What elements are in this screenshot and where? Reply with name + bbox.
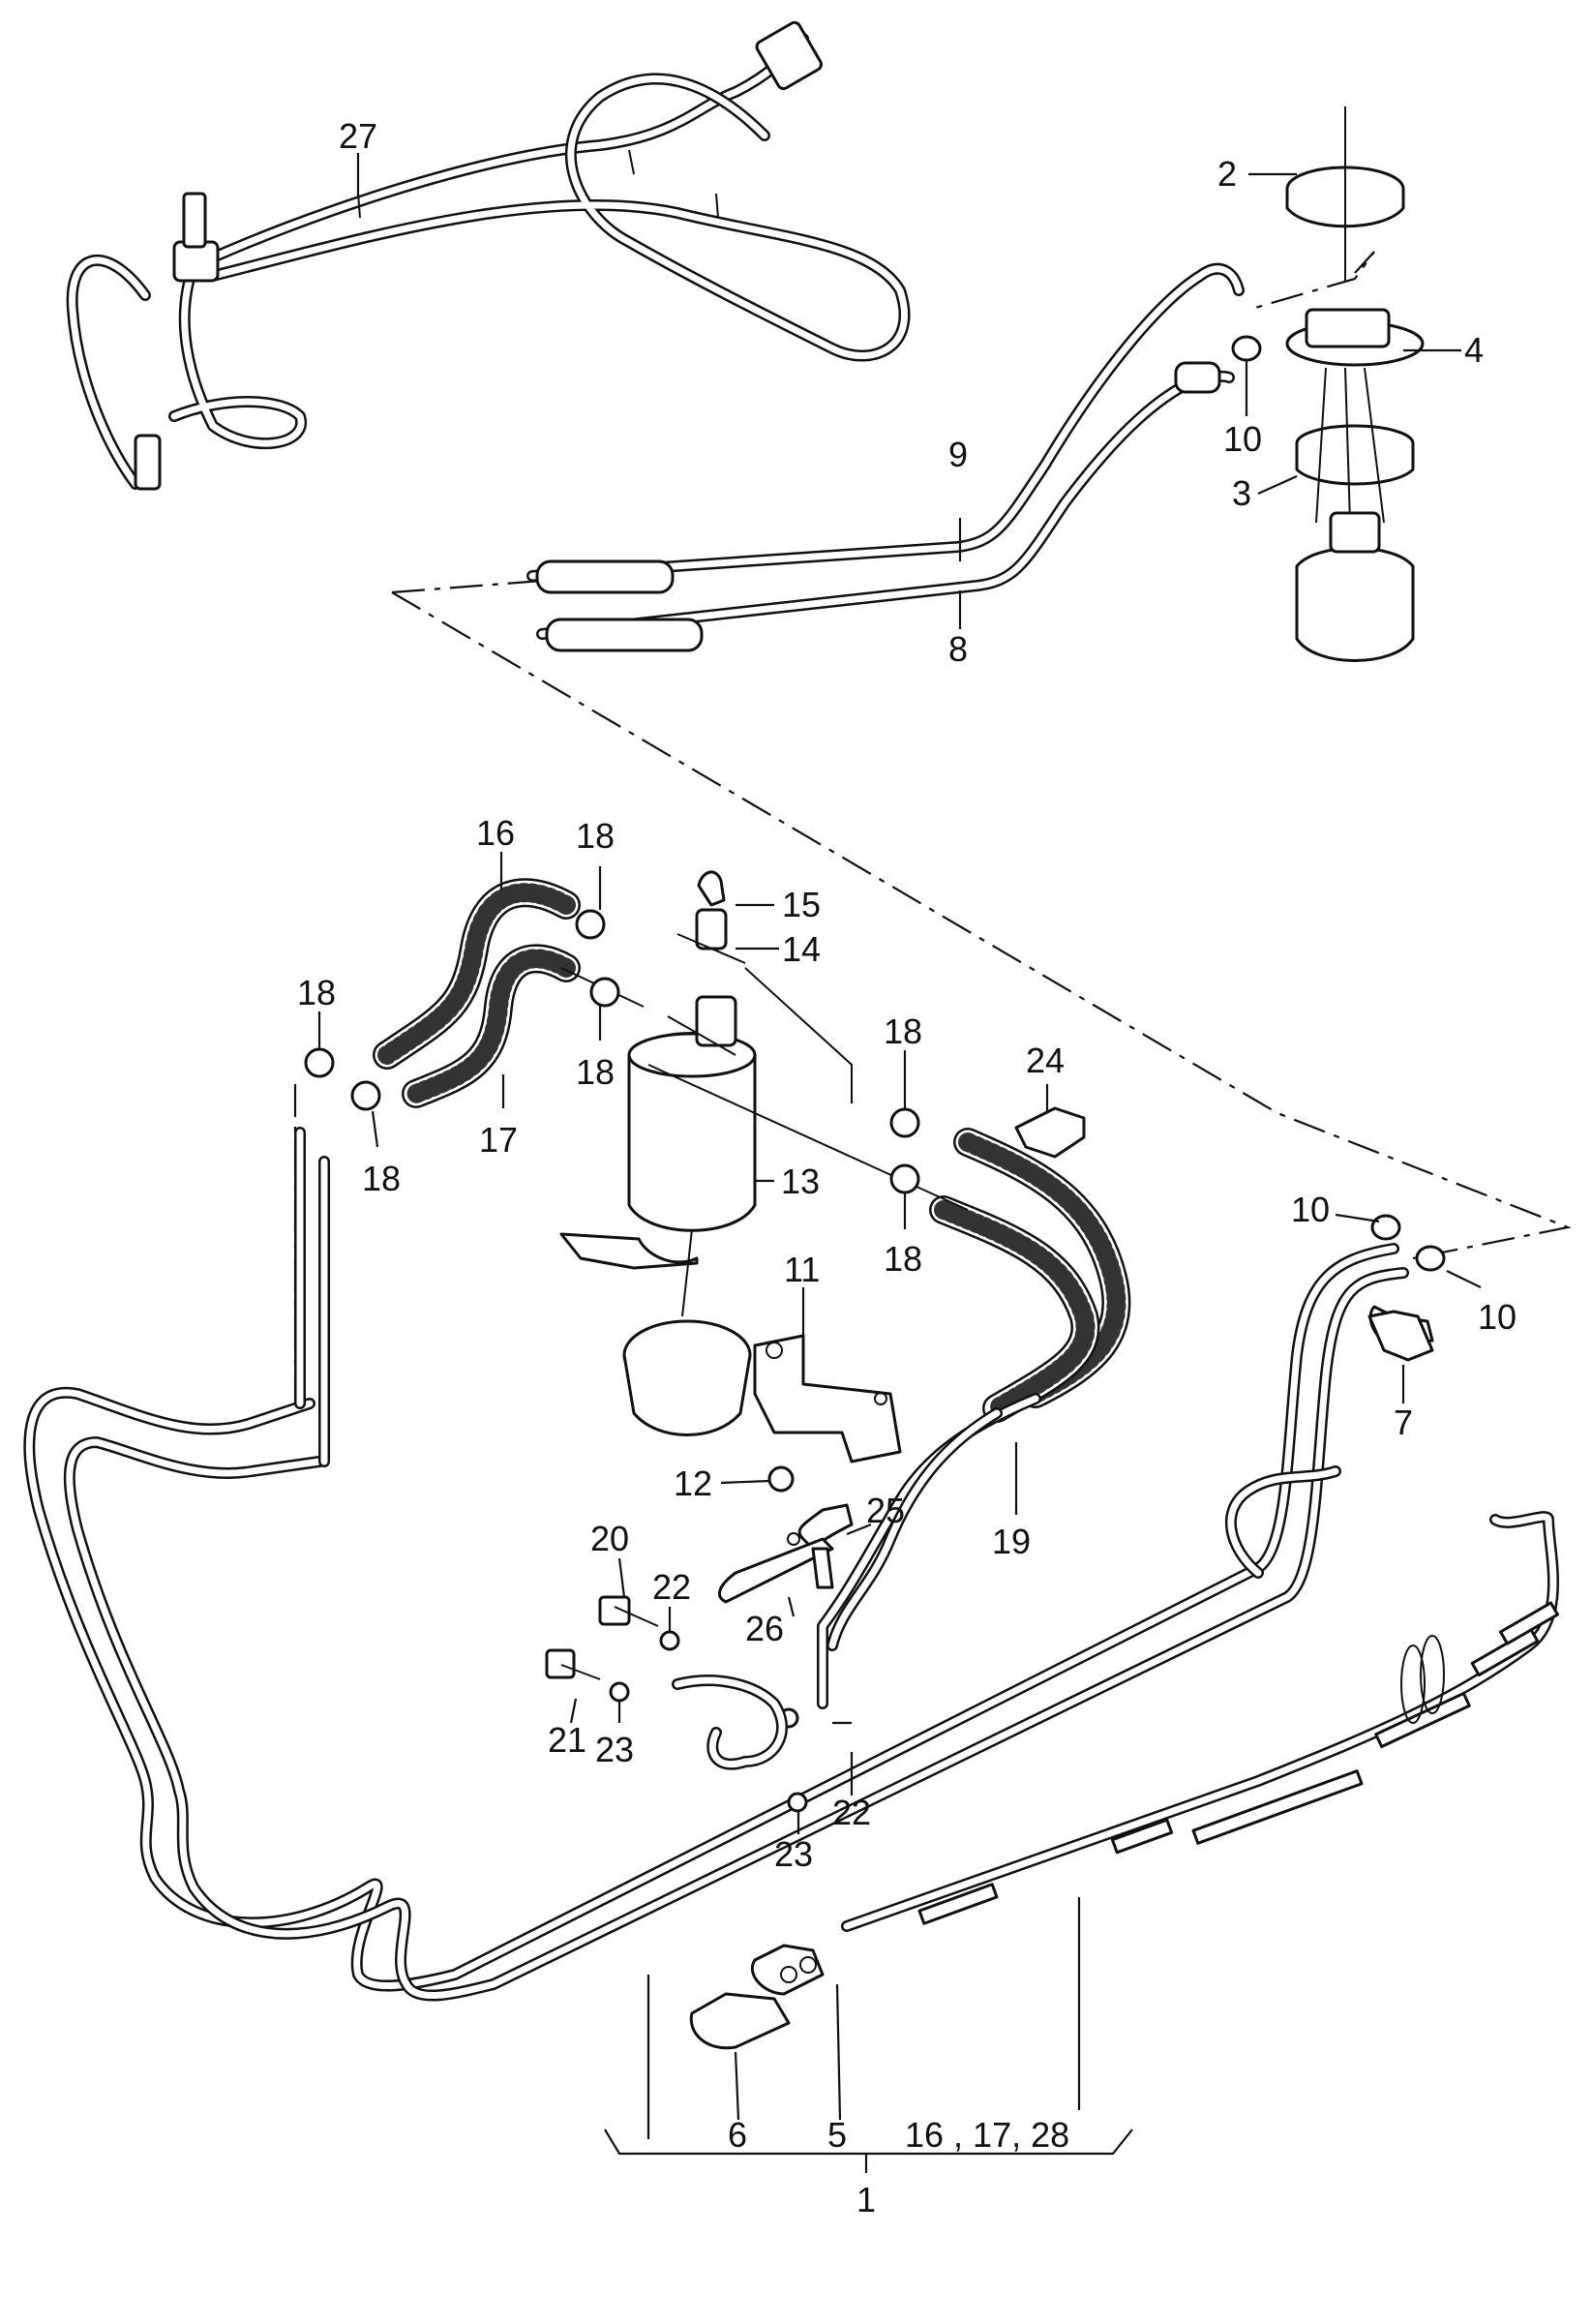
fuel-filter-and-hoses bbox=[373, 878, 1131, 1709]
label-26: 26 bbox=[745, 1609, 784, 1648]
label-21: 21 bbox=[548, 1720, 586, 1760]
label-10-pump: 10 bbox=[1223, 419, 1262, 459]
label-18-top: 18 bbox=[576, 816, 615, 856]
label-18-right-bottom: 18 bbox=[884, 1239, 922, 1279]
label-25: 25 bbox=[866, 1491, 905, 1530]
small-parts bbox=[545, 870, 1434, 2050]
label-15: 15 bbox=[782, 885, 821, 924]
label-3: 3 bbox=[1232, 473, 1251, 513]
hose-clamps-10 bbox=[1231, 335, 1446, 1272]
label-23-left: 23 bbox=[595, 1730, 634, 1769]
boundary-lines bbox=[391, 251, 1572, 1260]
label-8: 8 bbox=[948, 629, 968, 669]
label-22-bottom: 22 bbox=[832, 1793, 871, 1832]
label-19: 19 bbox=[992, 1522, 1031, 1561]
leader-lines bbox=[317, 153, 1482, 2173]
label-16: 16 bbox=[476, 813, 515, 853]
label-10-left: 10 bbox=[1291, 1190, 1330, 1229]
main-fuel-lines bbox=[23, 1084, 1409, 2002]
part-labels: 1 2 3 4 5 6 7 8 9 10 10 10 11 12 13 14 1… bbox=[297, 116, 1517, 2219]
label-27: 27 bbox=[339, 116, 377, 156]
label-12: 12 bbox=[674, 1464, 712, 1503]
label-4: 4 bbox=[1464, 330, 1484, 370]
label-group-16-17-28: 16 , 17, 28 bbox=[905, 2115, 1069, 2155]
fuel-pump-assembly bbox=[1285, 106, 1425, 662]
label-18-right-top: 18 bbox=[884, 1011, 922, 1051]
fuel-lines-8-9 bbox=[526, 262, 1245, 652]
label-6: 6 bbox=[728, 2115, 747, 2155]
label-5: 5 bbox=[827, 2115, 847, 2155]
label-18-left-top: 18 bbox=[297, 973, 336, 1012]
label-11: 11 bbox=[784, 1250, 820, 1289]
pipe-28 bbox=[841, 1511, 1559, 1932]
label-10-right: 10 bbox=[1478, 1297, 1517, 1337]
hose-clamps-18 bbox=[304, 909, 920, 1194]
filter-bracket bbox=[559, 1232, 902, 1464]
label-18-mid: 18 bbox=[576, 1052, 615, 1092]
label-22-top: 22 bbox=[652, 1567, 691, 1607]
label-17: 17 bbox=[479, 1120, 518, 1160]
label-24: 24 bbox=[1026, 1041, 1065, 1080]
label-1: 1 bbox=[856, 2180, 876, 2219]
breather-hose-assembly bbox=[66, 20, 911, 491]
label-20: 20 bbox=[590, 1519, 629, 1558]
label-7: 7 bbox=[1394, 1403, 1413, 1442]
label-2: 2 bbox=[1217, 154, 1237, 194]
label-9: 9 bbox=[948, 435, 968, 474]
label-14: 14 bbox=[782, 929, 821, 969]
label-18-left-bottom: 18 bbox=[362, 1159, 401, 1198]
label-23-bottom: 23 bbox=[774, 1834, 813, 1874]
label-13: 13 bbox=[781, 1162, 820, 1201]
